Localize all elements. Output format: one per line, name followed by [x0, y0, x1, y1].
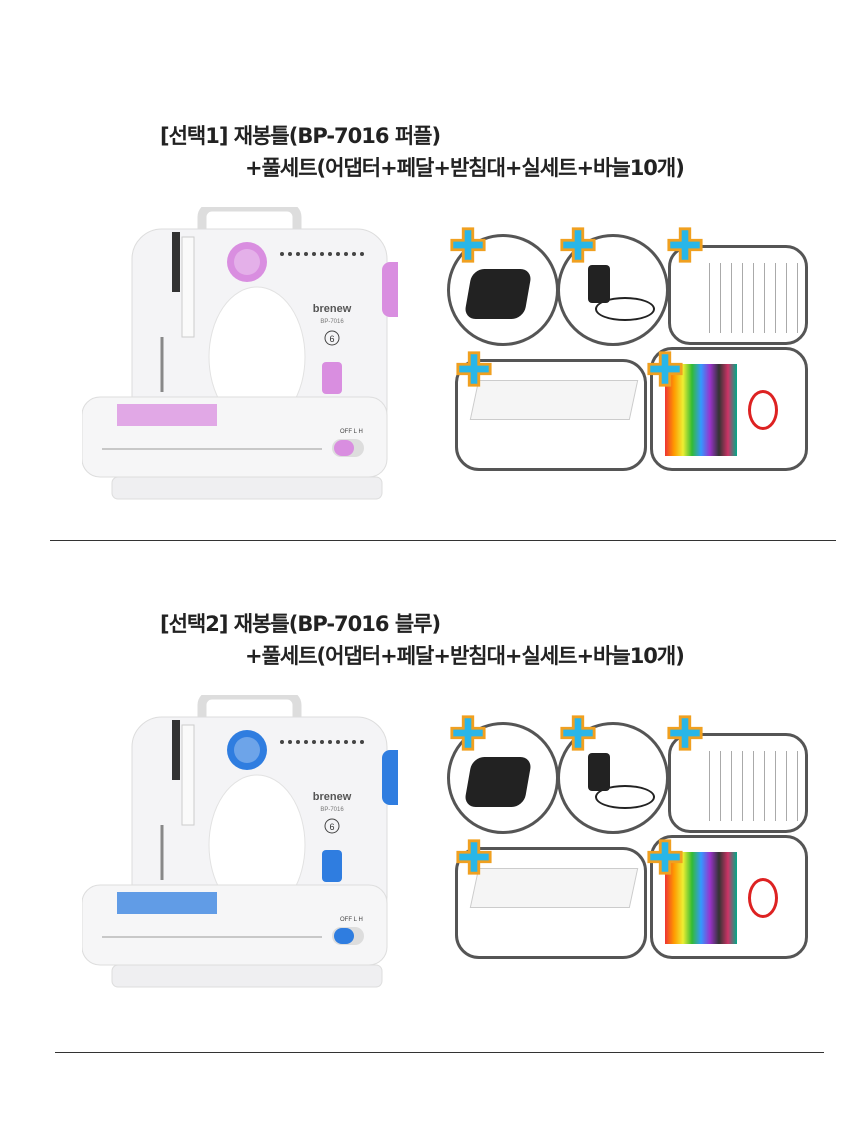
adapter-image	[557, 234, 669, 346]
divider	[55, 1052, 824, 1053]
sewing-machine-image: brenew BP-7016 6 OFF L H	[82, 695, 398, 988]
option-2-section: [선택2] 재봉틀(BP-7016 블루) +풀세트(어댑터+페달+받침대+실세…	[0, 600, 860, 1120]
plus-icon	[450, 715, 486, 751]
plus-icon	[560, 715, 596, 751]
plus-icon	[450, 227, 486, 263]
model-label: BP-7016	[320, 319, 344, 325]
brand-logo: brenew	[313, 303, 352, 315]
option-subtitle: +풀세트(어댑터+페달+받침대+실세트+바늘10개)	[245, 156, 685, 180]
needles-image	[668, 733, 808, 833]
plus-icon	[647, 839, 683, 875]
option-subtitle: +풀세트(어댑터+페달+받침대+실세트+바늘10개)	[245, 644, 685, 668]
option-1-section: [선택1] 재봉틀(BP-7016 퍼플) +풀세트(어댑터+페달+받침대+실세…	[0, 112, 860, 632]
dial-number: 6	[329, 334, 334, 344]
power-switch-label: OFF L H	[340, 429, 363, 435]
extension-table-image	[455, 847, 647, 959]
brand-logo: brenew	[313, 791, 352, 803]
plus-icon	[667, 715, 703, 751]
plus-icon	[456, 839, 492, 875]
model-label: BP-7016	[320, 807, 344, 813]
option-title: [선택2] 재봉틀(BP-7016 블루)	[160, 612, 441, 636]
power-switch-label: OFF L H	[340, 917, 363, 923]
plus-icon	[667, 227, 703, 263]
extension-table-image	[455, 359, 647, 471]
plus-icon	[647, 351, 683, 387]
plus-icon	[456, 351, 492, 387]
sewing-machine-image: brenew BP-7016 6 OFF L H	[82, 207, 398, 500]
divider	[50, 540, 836, 541]
dial-number: 6	[329, 822, 334, 832]
plus-icon	[560, 227, 596, 263]
needles-image	[668, 245, 808, 345]
option-title: [선택1] 재봉틀(BP-7016 퍼플)	[160, 124, 441, 148]
